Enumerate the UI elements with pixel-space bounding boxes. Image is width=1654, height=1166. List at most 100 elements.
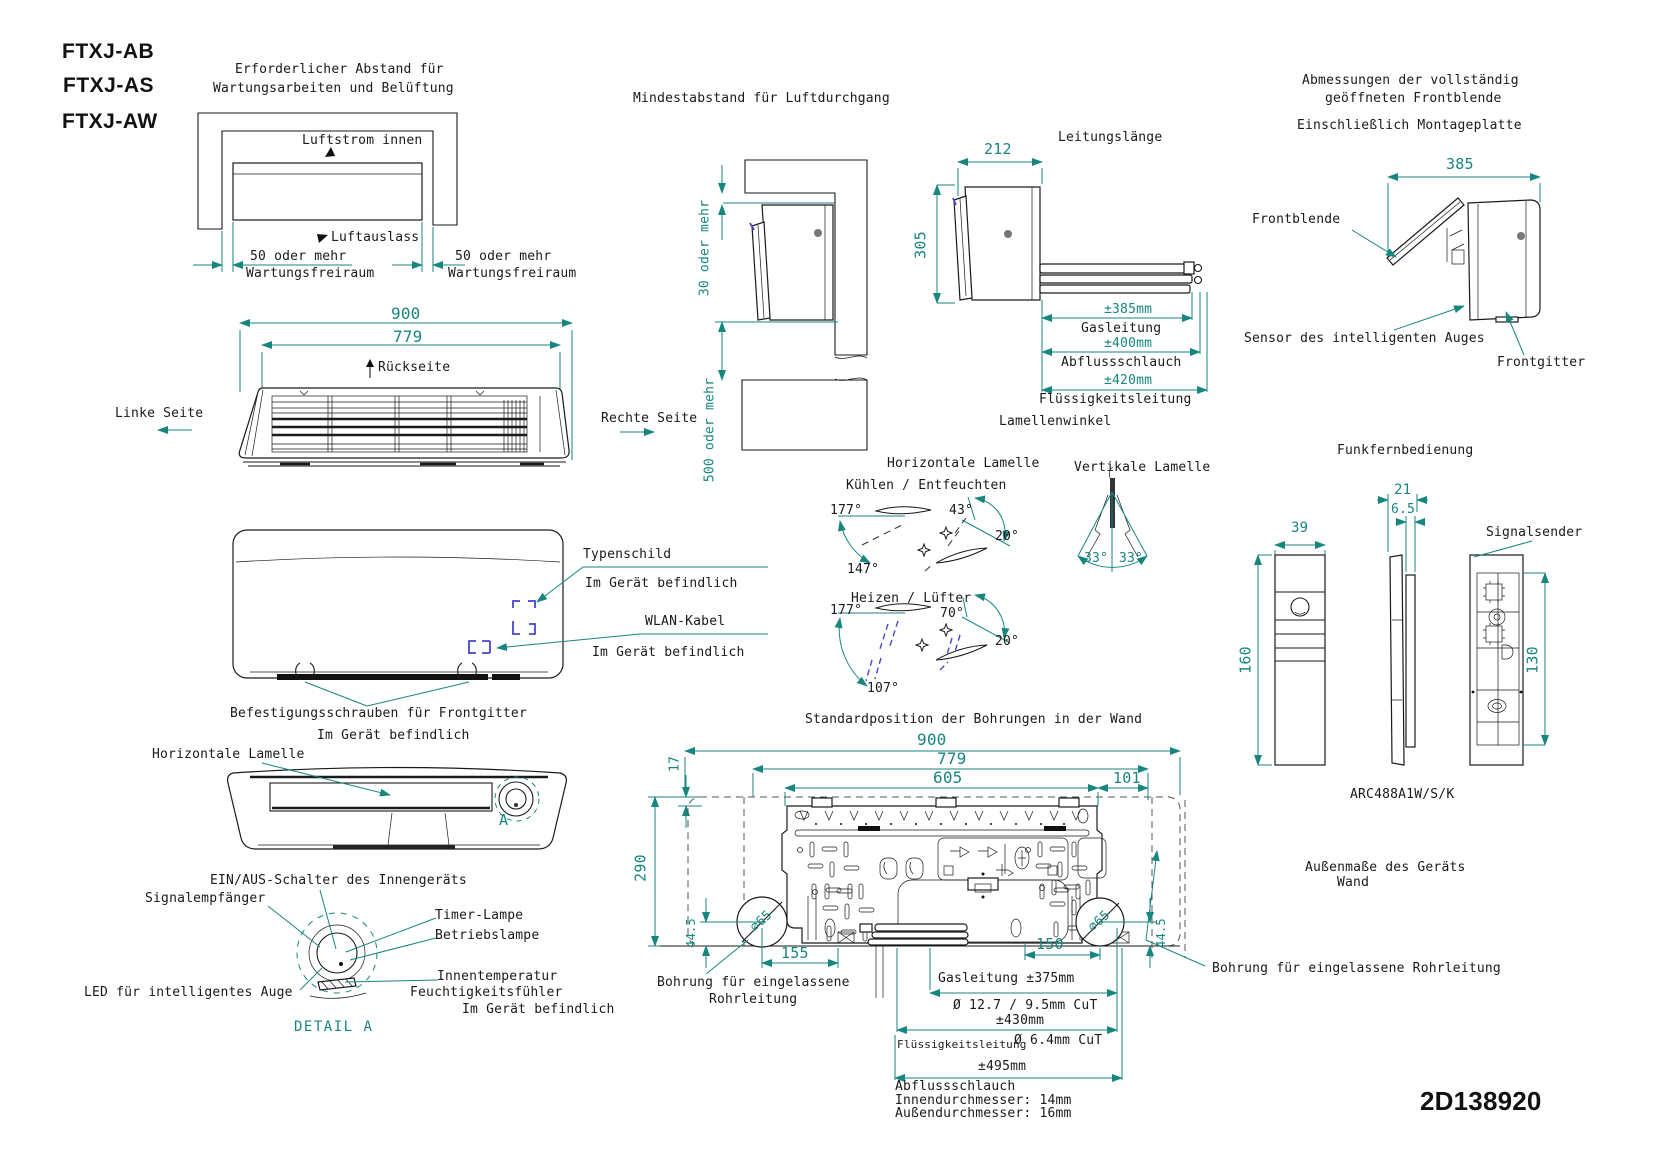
outer-dims-label-line2: Wand [1337, 875, 1370, 890]
remote-title: Funkfernbedienung [1337, 443, 1474, 458]
left-side-label: Linke Seite [115, 406, 204, 421]
liquid-pipe-label: Flüssigkeitsleitung [897, 1038, 1027, 1051]
outer-dims-label-line1: Außenmaße des Geräts [1305, 860, 1466, 875]
timer-lamp-label: Timer-Lampe [435, 908, 524, 923]
remote-dim-65: 6.5 [1391, 502, 1416, 517]
liquid-pipe-size: Ø 6.4mm CuT [1014, 1033, 1103, 1048]
air-passage-figure [715, 159, 868, 451]
service-clearance-figure [193, 112, 465, 272]
nameplate-label: Typenschild [583, 547, 672, 562]
panel-title-line2: geöffneten Frontblende [1325, 91, 1502, 106]
airflow-in-label: Luftstrom innen [302, 133, 423, 148]
front-grille-label: Frontgitter [1497, 355, 1586, 370]
drain-inner-diameter: Innendurchmesser: 14mm [895, 1093, 1072, 1108]
wall-dim-101: 101 [1113, 769, 1141, 787]
dim-495: ±495mm [978, 1059, 1027, 1074]
back-label: Rückseite [378, 360, 451, 375]
air-passage-bottom-dim: 500 oder mehr [702, 377, 718, 483]
left-clearance-label: Wartungsfreiraum [246, 266, 375, 281]
remote-dim-21: 21 [1394, 482, 1412, 498]
cool-angle-147: 147° [847, 562, 880, 577]
gas-length-dim: ±385mm [1104, 302, 1153, 317]
detail-note: Im Gerät befindlich [462, 1002, 615, 1017]
detail-a-figure [267, 889, 439, 999]
wall-dim-150: 150 [1036, 935, 1064, 953]
mounting-plate-figure [648, 747, 1206, 1082]
service-title-line1: Erforderlicher Abstand für [235, 62, 444, 77]
flap-angle-figure [834, 466, 1148, 687]
remote-dim-130: 130 [1523, 646, 1542, 674]
grille-screws-note: Im Gerät befindlich [317, 728, 470, 743]
wall-dim-290: 290 [631, 854, 650, 882]
left-clearance-value: 50 oder mehr [250, 249, 347, 264]
wall-holes-title: Standardposition der Bohrungen in der Wa… [805, 712, 1143, 727]
right-clearance-label: Wartungsfreiraum [448, 266, 577, 281]
top-view-dim-900: 900 [391, 304, 421, 323]
wall-dim-44-left: 44.5 [684, 918, 699, 948]
operation-lamp-label: Betriebslampe [435, 928, 540, 943]
model-name-1: FTXJ-AB [62, 40, 155, 63]
front-panel-figure [1351, 173, 1541, 356]
air-passage-title: Mindestabstand für Luftdurchgang [633, 91, 890, 106]
heat-angle-20: 20° [995, 634, 1020, 649]
signal-transmitter-label: Signalsender [1486, 525, 1583, 540]
wall-dim-17: 17 [667, 755, 683, 773]
vert-angle-right: 33° [1119, 551, 1144, 566]
vert-angle-left: 33° [1084, 551, 1109, 566]
model-name-2: FTXJ-AS [63, 74, 155, 97]
cool-angle-177: 177° [830, 503, 863, 518]
cool-angle-20: 20° [995, 529, 1020, 544]
top-view-figure [157, 319, 655, 467]
signal-receiver-label: Signalempfänger [145, 891, 266, 906]
wall-dim-900: 900 [917, 730, 947, 749]
panel-dim-385: 385 [1446, 155, 1474, 173]
flap-angle-title: Lamellenwinkel [999, 414, 1112, 429]
model-name-3: FTXJ-AW [62, 110, 158, 133]
top-view-dim-779: 779 [393, 327, 423, 346]
liquid-length-dim: ±420mm [1104, 373, 1153, 388]
detail-ref-letter: A [499, 811, 509, 829]
remote-dim-39: 39 [1291, 520, 1309, 536]
heat-angle-70: 70° [940, 606, 965, 621]
gas-pipe-size: Ø 12.7 / 9.5mm CuT [953, 998, 1098, 1013]
height-dim-305: 305 [911, 231, 930, 259]
depth-dim-212: 212 [984, 140, 1012, 158]
recessed-pipe-right-label: Bohrung für eingelassene Rohrleitung [1212, 961, 1501, 976]
nameplate-note: Im Gerät befindlich [585, 576, 738, 591]
service-title-line2: Wartungsarbeiten und Belüftung [213, 81, 454, 96]
unit-front-figure [232, 529, 768, 707]
dim-430: ±430mm [996, 1013, 1045, 1028]
drain-length-dim: ±400mm [1104, 336, 1153, 351]
intelligent-eye-led-label: LED für intelligentes Auge [84, 985, 293, 1000]
drain-hose-label: Abflussschlauch [895, 1079, 1016, 1094]
pipe-length-title: Leitungslänge [1058, 130, 1163, 145]
cool-mode-label: Kühlen / Entfeuchten [846, 478, 1007, 493]
panel-title-line3: Einschließlich Montageplatte [1297, 118, 1522, 133]
wall-dim-779: 779 [937, 749, 967, 768]
drain-outer-diameter: Außendurchmesser: 16mm [895, 1106, 1072, 1121]
wlan-cable-note: Im Gerät befindlich [592, 645, 745, 660]
onoff-switch-label: EIN/AUS-Schalter des Innengeräts [210, 873, 467, 888]
cool-angle-43: 43° [949, 503, 974, 518]
panel-title-line1: Abmessungen der vollständig [1302, 73, 1519, 88]
vertical-flap-label: Vertikale Lamelle [1074, 460, 1211, 475]
indoor-temp-label: Innentemperatur [437, 969, 558, 984]
recessed-pipe-left-line2: Rohrleitung [709, 992, 798, 1007]
heat-mode-label: Heizen / Lüfter [851, 591, 972, 606]
air-outlet-label: Luftauslass [331, 230, 420, 245]
heat-angle-107: 107° [867, 681, 900, 696]
drawing-number: 2D138920 [1420, 1086, 1542, 1116]
drain-hose-label: Abflussschlauch [1061, 355, 1182, 370]
grille-screws-label: Befestigungsschrauben für Frontgitter [230, 706, 527, 721]
unit-bottom-figure [226, 762, 567, 850]
air-passage-top-dim: 30 oder mehr [697, 199, 713, 297]
right-side-label: Rechte Seite [601, 411, 698, 426]
front-panel-label: Frontblende [1252, 212, 1341, 227]
gas-pipe-dim: Gasleitung ±375mm [938, 971, 1075, 986]
horizontal-flap-label: Horizontale Lamelle [887, 456, 1040, 471]
remote-figure [1254, 494, 1549, 766]
humidity-sensor-label: Feuchtigkeitsfühler [410, 985, 563, 1000]
recessed-pipe-left-line1: Bohrung für eingelassene [657, 975, 850, 990]
